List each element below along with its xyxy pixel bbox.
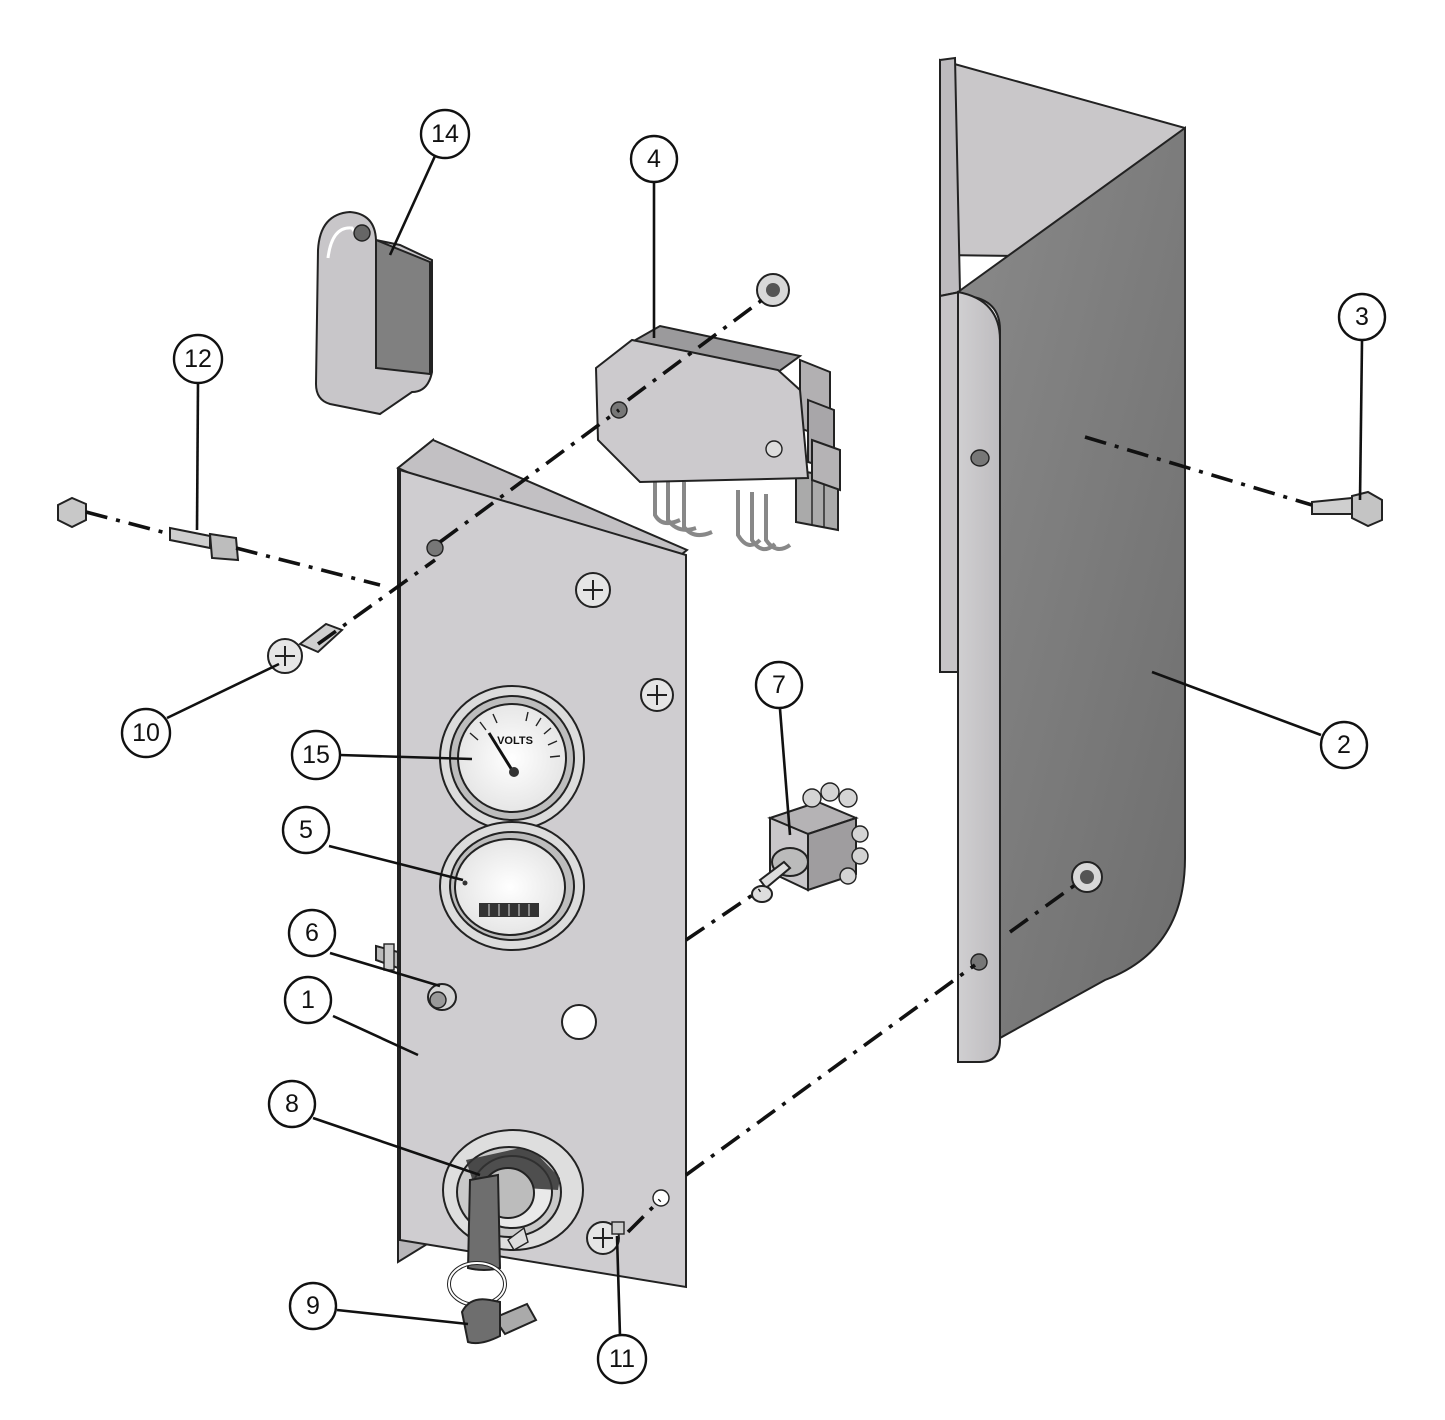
- callout-8: 8: [267, 1079, 317, 1129]
- part-10-screw: [267, 622, 344, 674]
- regulator-nut: [756, 273, 790, 307]
- ignition-key-in-switch: [466, 1173, 502, 1271]
- callout-6: 6: [287, 908, 337, 958]
- voltmeter-label: VOLTS: [497, 735, 533, 747]
- svg-text:11: 11: [609, 1345, 635, 1373]
- part-12-nut: [57, 496, 87, 529]
- regulator-heatsink: [799, 358, 841, 492]
- callout-7: 7: [754, 660, 804, 710]
- part-7-toggle-switch: [751, 782, 869, 903]
- part-6-indicator-light: [375, 943, 457, 1011]
- callout-9: 9: [288, 1281, 338, 1331]
- svg-text:4: 4: [647, 145, 661, 173]
- part-12-bolt: [169, 526, 240, 562]
- svg-text:12: 12: [184, 345, 212, 373]
- svg-text:7: 7: [772, 671, 786, 699]
- callout-5: 5: [281, 805, 331, 855]
- callout-4: 4: [629, 134, 679, 184]
- callout-11: 11: [596, 1333, 648, 1385]
- part-15-voltmeter: VOLTS: [439, 685, 585, 831]
- leader-lines: [166, 155, 1364, 1337]
- callout-15: 15: [290, 729, 342, 781]
- callout-1: 1: [283, 975, 333, 1025]
- part-4-regulator: [594, 324, 841, 552]
- voltmeter-needle: [487, 732, 514, 771]
- svg-text:2: 2: [1337, 731, 1351, 759]
- part-8-key-switch: [442, 1129, 584, 1307]
- voltmeter-scale: [469, 711, 561, 758]
- callout-12: 12: [172, 333, 224, 385]
- callout-14: 14: [419, 108, 471, 160]
- panel-screw-mid: [640, 678, 674, 712]
- part-2-side-cover: [939, 56, 1186, 1063]
- svg-text:15: 15: [302, 741, 330, 769]
- panel-screw-top: [575, 572, 611, 608]
- svg-text:9: 9: [306, 1292, 320, 1320]
- callout-3: 3: [1337, 292, 1387, 342]
- part-14-rubber-boot: [314, 210, 433, 416]
- part-3-bolt: [1311, 490, 1383, 528]
- svg-text:14: 14: [431, 120, 459, 148]
- svg-text:10: 10: [132, 719, 160, 747]
- svg-text:8: 8: [285, 1090, 299, 1118]
- svg-text:6: 6: [305, 919, 319, 947]
- svg-text:5: 5: [299, 816, 313, 844]
- assembly-lines: [85, 298, 1313, 1234]
- part-5-hour-meter: [439, 821, 585, 951]
- svg-text:3: 3: [1355, 303, 1369, 331]
- svg-text:1: 1: [301, 986, 315, 1014]
- part-11-screw: [586, 1221, 625, 1255]
- regulator-wires: [653, 480, 792, 552]
- callout-2: 2: [1319, 720, 1369, 770]
- callout-10: 10: [120, 707, 172, 759]
- part-9-spare-key: [460, 1298, 538, 1345]
